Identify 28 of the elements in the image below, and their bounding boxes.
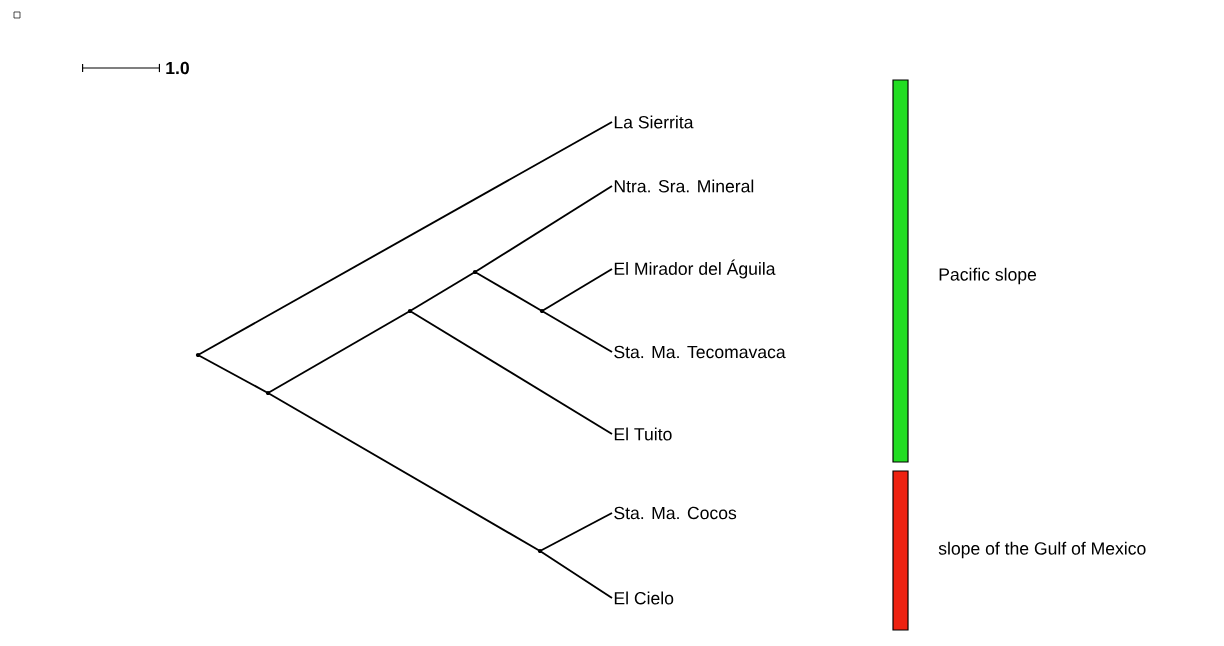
tree-branch bbox=[409, 310, 613, 435]
branch-point bbox=[539, 308, 545, 314]
branch-point bbox=[472, 269, 478, 275]
tree-branch bbox=[267, 392, 541, 552]
tree-branch bbox=[197, 121, 613, 356]
tree-branch bbox=[409, 271, 476, 312]
branch-point bbox=[195, 352, 201, 358]
tree-branch bbox=[197, 354, 269, 394]
tree-branch bbox=[267, 310, 411, 394]
region-label: slope of the Gulf of Mexico bbox=[938, 541, 1146, 559]
tree-branch bbox=[539, 550, 613, 599]
tree-branch bbox=[474, 271, 543, 312]
tree-branch bbox=[539, 512, 613, 552]
taxon-label: Sta. Ma. Tecomavaca bbox=[614, 345, 786, 359]
taxon-label: La Sierrita bbox=[614, 115, 694, 129]
branch-point bbox=[407, 308, 413, 314]
taxon-label: El Cielo bbox=[614, 591, 674, 605]
scale-label: 1.0 bbox=[166, 61, 189, 75]
tree-branch bbox=[474, 185, 613, 273]
taxon-label: El Mirador del Águila bbox=[614, 259, 776, 279]
taxon-label: Sta. Ma. Cocos bbox=[614, 506, 737, 520]
taxon-label: Ntra. Sra. Mineral bbox=[614, 179, 754, 193]
tree-branch bbox=[541, 310, 613, 353]
tree-branch bbox=[541, 268, 613, 312]
branch-point bbox=[537, 548, 543, 554]
taxon-label: El Tuito bbox=[614, 427, 672, 441]
region-label: Pacific slope bbox=[939, 267, 1037, 285]
branch-point bbox=[265, 390, 271, 396]
